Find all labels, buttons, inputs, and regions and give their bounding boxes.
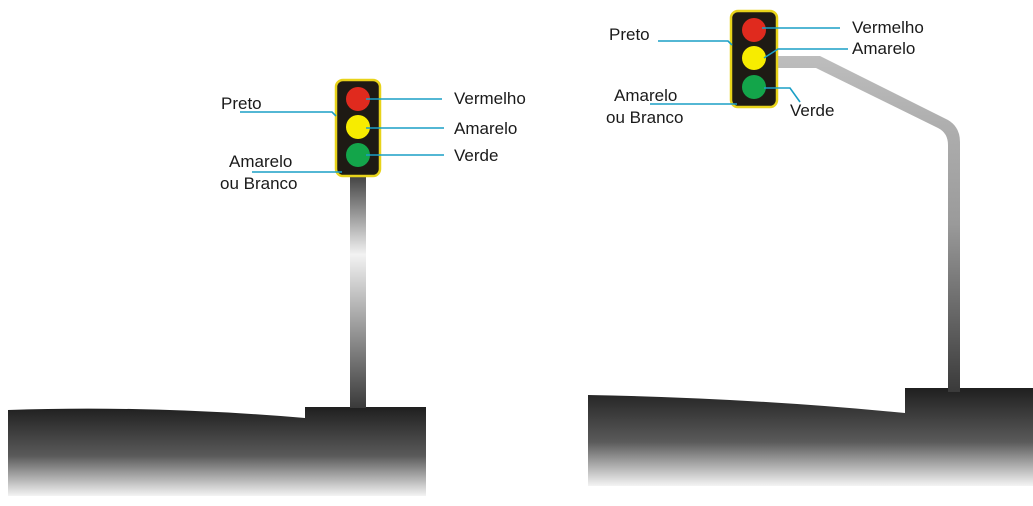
right-label-verde: Verde [790, 101, 834, 120]
left-pole [350, 172, 366, 408]
left-label-vermelho: Vermelho [454, 89, 526, 108]
left-label-amarelo: Amarelo [454, 119, 517, 138]
right-label-preto: Preto [609, 25, 650, 44]
left-signal-group: Preto Vermelho Amarelo Verde Amarelo ou … [8, 78, 526, 496]
right-signal-group: Preto Vermelho Amarelo Verde Amarelo ou … [588, 9, 1033, 486]
left-ground [8, 407, 426, 496]
left-label-amarelo-ou: Amarelo [229, 152, 292, 171]
left-yellow-lamp [346, 115, 370, 139]
right-label-amarelo: Amarelo [852, 39, 915, 58]
left-label-preto: Preto [221, 94, 262, 113]
right-green-lamp [742, 75, 766, 99]
right-leader-preto [658, 40, 733, 46]
left-red-lamp [346, 87, 370, 111]
right-ground [588, 388, 1033, 486]
right-yellow-lamp [742, 46, 766, 70]
left-label-ou-branco: ou Branco [220, 174, 298, 193]
left-green-lamp [346, 143, 370, 167]
right-red-lamp [742, 18, 766, 42]
left-leader-preto [240, 111, 337, 117]
right-label-vermelho: Vermelho [852, 18, 924, 37]
right-leader-amarelo [763, 48, 848, 59]
right-leader-verde [764, 87, 801, 103]
right-label-amarelo-ou: Amarelo [614, 86, 677, 105]
right-label-ou-branco: ou Branco [606, 108, 684, 127]
left-label-verde: Verde [454, 146, 498, 165]
